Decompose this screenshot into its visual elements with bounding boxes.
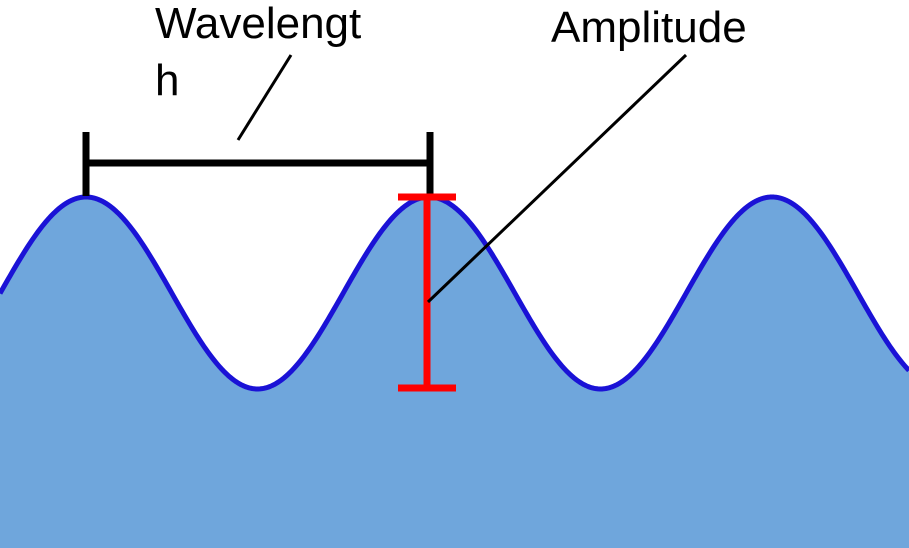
wavelength-label-line2: h (155, 56, 179, 105)
wavelength-label-line1: Wavelengt (155, 0, 361, 48)
amplitude-marker (398, 193, 456, 392)
amplitude-leader-line (426, 53, 688, 304)
wavelength-leader-line (236, 54, 293, 141)
amplitude-label: Amplitude (551, 3, 747, 52)
wave-crest-line (0, 194, 909, 392)
wavelength-marker (82, 132, 434, 196)
water-body (0, 197, 909, 548)
